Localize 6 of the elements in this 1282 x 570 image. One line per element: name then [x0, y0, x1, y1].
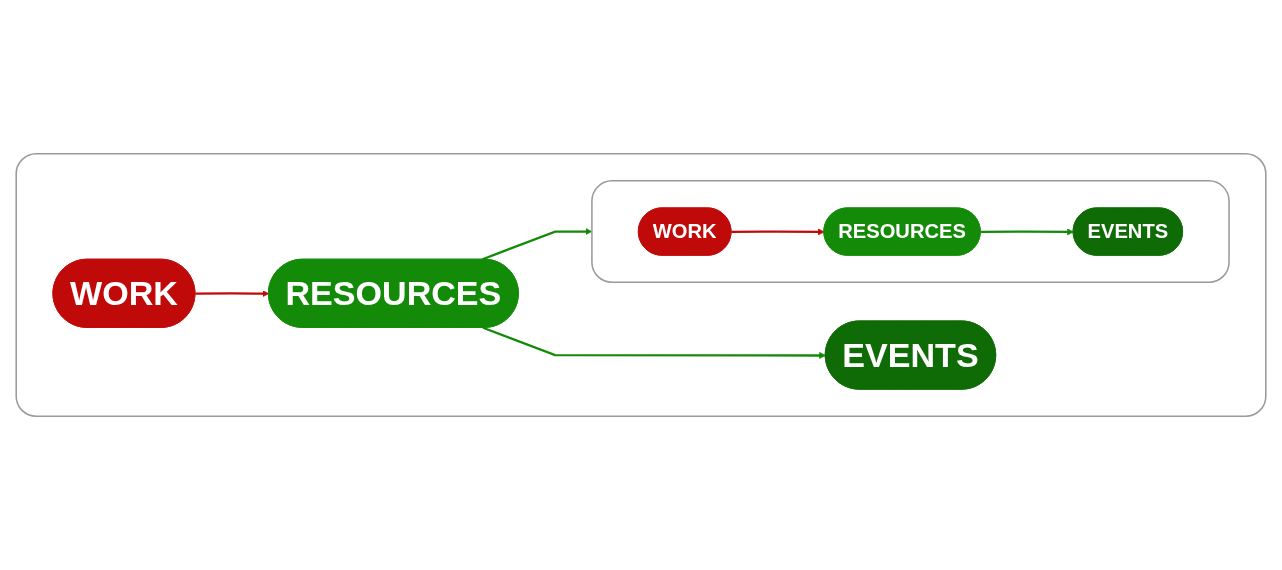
cluster — [591, 180, 1230, 284]
arrow — [482, 326, 826, 359]
cluster — [15, 152, 1267, 418]
arrow — [980, 228, 1074, 236]
arrow — [195, 290, 270, 298]
arrow — [731, 228, 825, 236]
